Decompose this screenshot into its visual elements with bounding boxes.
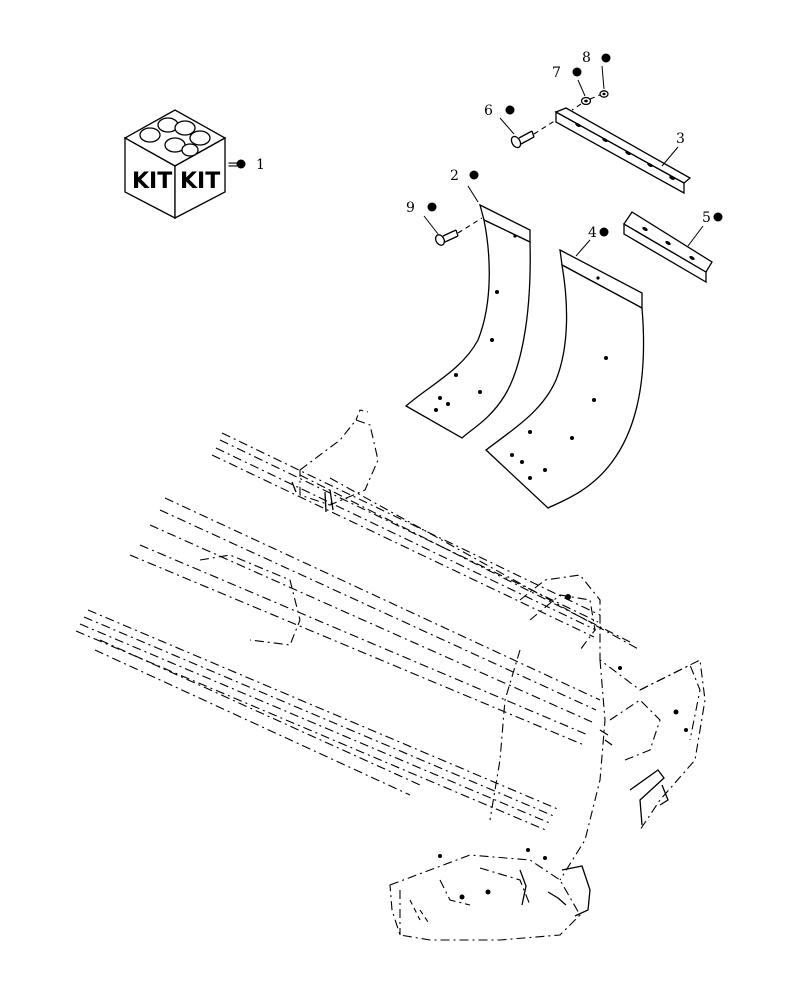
callout-9: 9 bbox=[406, 200, 439, 235]
part-8-washer bbox=[599, 90, 609, 98]
callout-3: 3 bbox=[661, 131, 685, 167]
part-6-bolt bbox=[510, 119, 557, 149]
kit-label-right: KIT bbox=[180, 169, 220, 194]
part-3-strip bbox=[554, 107, 692, 195]
part-9-bolt bbox=[434, 217, 483, 246]
key-part-marker-6 bbox=[505, 105, 515, 115]
callout-label-7: 7 bbox=[552, 65, 561, 81]
phantom-header-frame bbox=[75, 409, 706, 941]
callout-label-1: 1 bbox=[256, 157, 265, 173]
callout-label-2: 2 bbox=[450, 168, 459, 184]
callout-4: 4 bbox=[575, 225, 609, 257]
callout-7: 7 bbox=[552, 65, 586, 97]
key-part-marker-4 bbox=[599, 227, 609, 237]
key-part-marker-9 bbox=[427, 202, 437, 212]
kit-box-icon: KIT KIT = bbox=[123, 109, 239, 220]
callout-label-9: 9 bbox=[406, 200, 415, 216]
callout-5: 5 bbox=[687, 210, 723, 247]
callout-label-3: 3 bbox=[676, 131, 685, 147]
part-4-shield bbox=[484, 248, 645, 509]
part-7-8-axis-line bbox=[571, 94, 601, 111]
part-7-nut bbox=[580, 96, 592, 106]
kit-equals-sign: = bbox=[227, 157, 239, 173]
key-part-marker-8 bbox=[601, 53, 611, 63]
callout-label-8: 8 bbox=[582, 50, 591, 66]
callout-8: 8 bbox=[582, 50, 611, 90]
key-part-marker-5 bbox=[713, 212, 723, 222]
callout-1: 1 bbox=[236, 157, 265, 173]
callout-2: 2 bbox=[450, 168, 479, 203]
key-part-marker-2 bbox=[469, 170, 479, 180]
key-part-marker-1 bbox=[236, 159, 246, 169]
kit-label-left: KIT bbox=[132, 169, 172, 194]
callout-label-6: 6 bbox=[484, 103, 493, 119]
key-part-marker-7 bbox=[572, 67, 582, 77]
callout-6: 6 bbox=[484, 103, 515, 135]
part-2-shield bbox=[404, 203, 531, 439]
part-5-strip bbox=[623, 211, 713, 284]
callout-label-5: 5 bbox=[702, 210, 711, 226]
callout-label-4: 4 bbox=[588, 225, 597, 241]
